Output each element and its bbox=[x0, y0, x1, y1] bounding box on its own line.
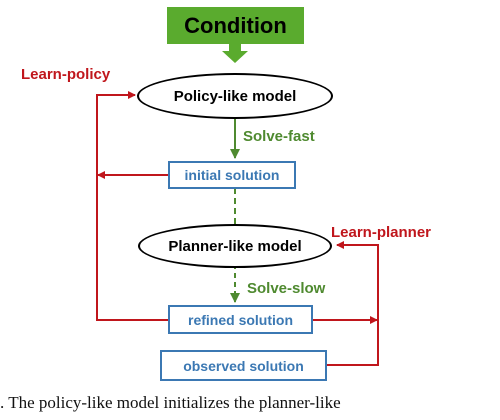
learn-planner-label: Learn-planner bbox=[331, 224, 432, 241]
condition-to-policy-arrow bbox=[222, 43, 248, 63]
figure-caption: . The policy-like model initializes the … bbox=[0, 393, 341, 412]
solve-fast-label: Solve-fast bbox=[243, 128, 315, 145]
learn-policy-label: Learn-policy bbox=[21, 66, 111, 83]
initial-solution-label: initial solution bbox=[184, 167, 280, 183]
observed-solution-label: observed solution bbox=[183, 357, 304, 374]
planner-model-node: Planner-like model bbox=[138, 224, 332, 268]
learn-policy-loop bbox=[96, 91, 168, 321]
condition-node: Condition bbox=[167, 7, 304, 44]
learn-planner-loop bbox=[327, 241, 379, 366]
refined-solution-label: refined solution bbox=[188, 311, 293, 328]
initial-solution-node: initial solution bbox=[168, 161, 296, 189]
condition-label: Condition bbox=[184, 12, 287, 38]
solve-slow-label: Solve-slow bbox=[247, 280, 326, 297]
policy-model-label: Policy-like model bbox=[173, 87, 297, 105]
observed-solution-node: observed solution bbox=[160, 350, 327, 381]
refined-solution-node: refined solution bbox=[168, 305, 313, 334]
policy-model-node: Policy-like model bbox=[137, 73, 333, 119]
planner-model-label: Planner-like model bbox=[168, 237, 302, 255]
